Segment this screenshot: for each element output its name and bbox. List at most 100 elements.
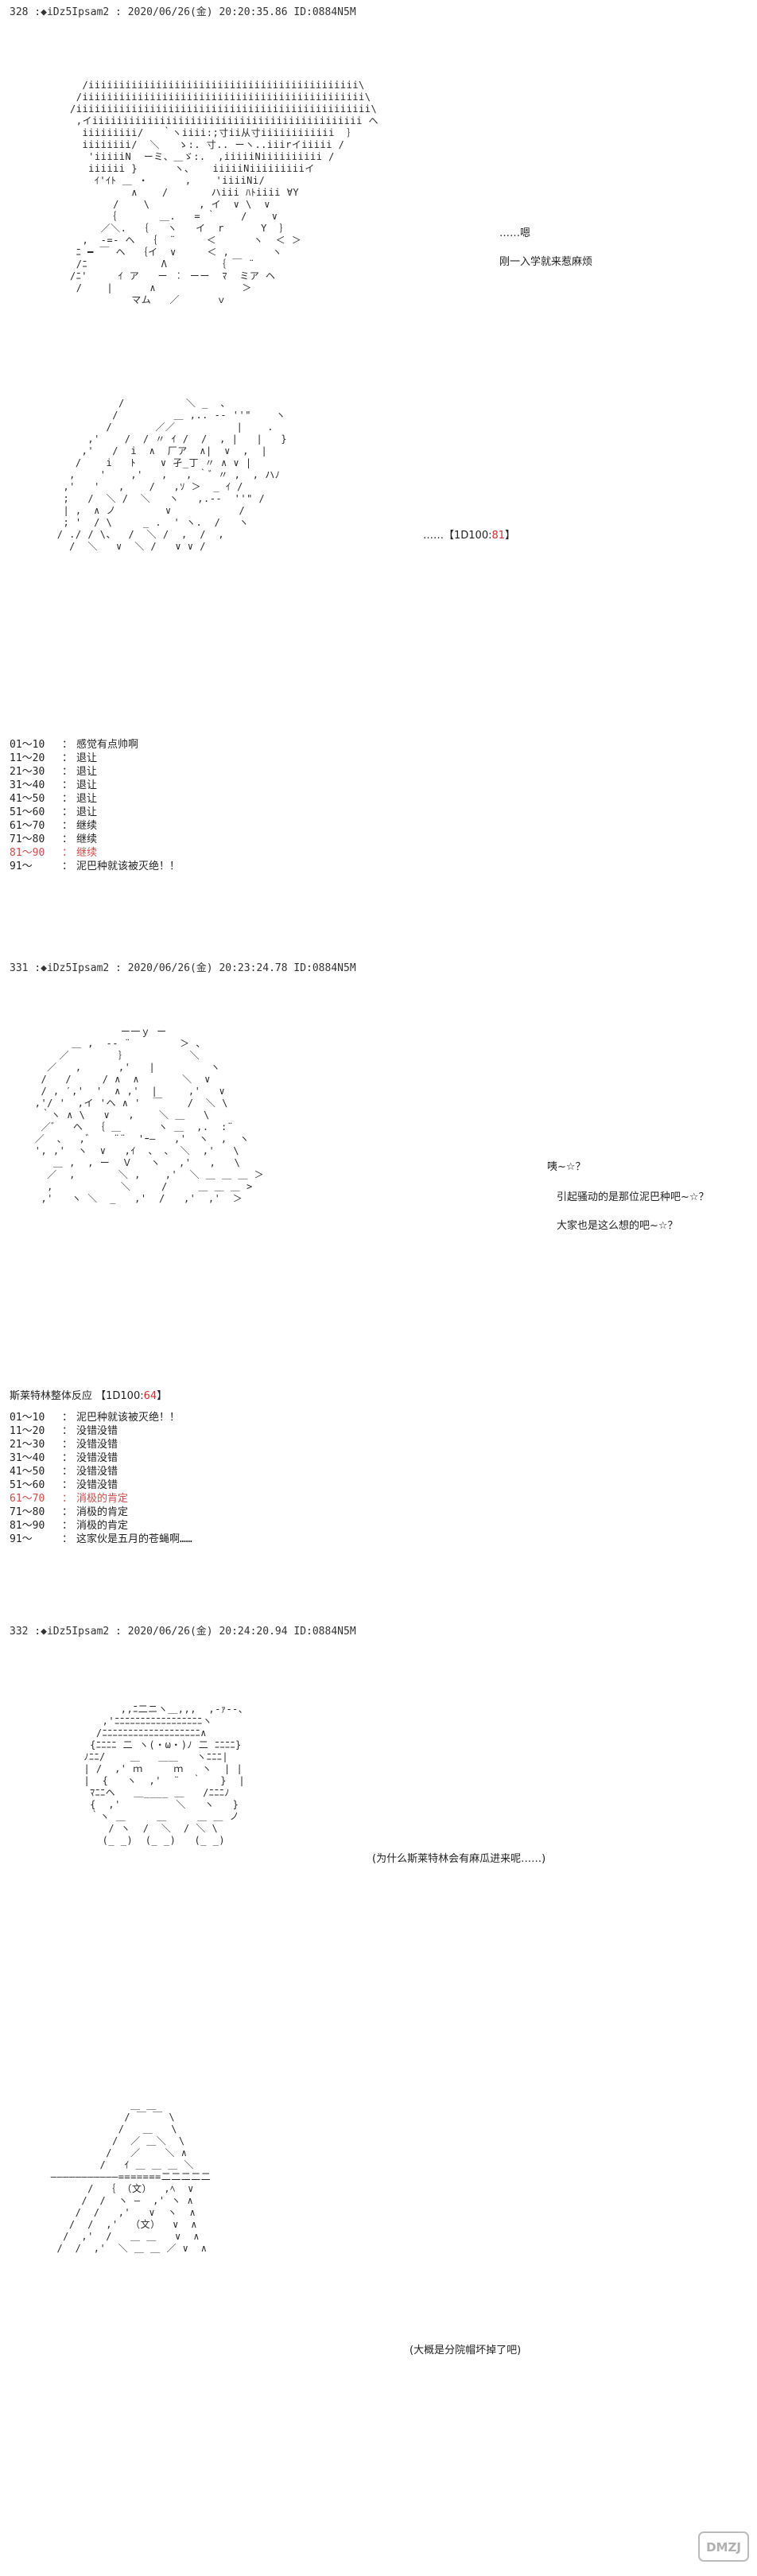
table-row: 41～50 ：退让 [10,792,180,806]
row-text: 没错没错 [76,1466,118,1478]
row-text: 继续 [76,847,98,859]
dialog-line: 引起骚动的是那位泥巴种吧~☆？ [557,1191,709,1203]
row-separator: ： [62,847,73,859]
row-separator: ： [62,1466,73,1478]
table-row: 71～80 ：继续 [10,833,180,846]
dialog-line: 刚一入学就来惹麻烦 [499,256,593,268]
dialog-line: (大概是分院帽坏掉了吧) [410,2345,522,2356]
dialog-line: (为什么斯莱特林会有麻瓜进来呢……) [372,1853,546,1865]
table-row: 11～20 ：没错没错 [10,1424,192,1438]
dialog-line: 大家也是这么想的吧~☆？ [557,1220,678,1232]
row-text: 感觉有点帅啊 [76,739,139,751]
table-row: 61～70 ：消极的肯定 [10,1492,192,1506]
reaction-roll-label: 斯莱特林整体反应 【1D100: [10,1390,144,1402]
table-row: 91～ ：这家伙是五月的苍蝇啊…… [10,1533,192,1546]
dialog-line: 咦~☆？ [547,1161,586,1173]
row-text: 这家伙是五月的苍蝇啊…… [76,1533,192,1545]
row-text: 退让 [76,779,98,791]
row-range: 11～20 [10,1425,45,1437]
post-header: 328 :◆iDz5Ipsam2 : 2020/06/26(金) 20:20:3… [10,6,356,18]
row-text: 没错没错 [76,1439,118,1451]
table-row: 11～20 ：退让 [10,752,180,765]
row-separator: ： [62,833,73,845]
row-text: 退让 [76,793,98,805]
ascii-art-character: / ＼ _ 、 / ＿ ,.. -‐ ''" ヽ / ／／ | . ,' / /… [56,398,288,552]
row-text: 没错没错 [76,1425,118,1437]
row-text: 退让 [76,752,98,764]
table-row: 91～ ：泥巴种就该被灭绝！！ [10,860,180,873]
row-separator: ： [62,1520,73,1532]
row-text: 退让 [76,806,98,818]
row-separator: ： [62,1439,73,1451]
table-row: 01～10 ：感觉有点帅啊 [10,738,180,752]
ascii-art-character: ＿ ＿ / ￣ ￣ \ / ＿ \ / ／ ＿＼ \ / ／ ＼ ∧ / ｲ ＿… [50,2100,212,2254]
table-row: 01～10 ：泥巴种就该被灭绝！！ [10,1411,192,1424]
row-text: 退让 [76,766,98,778]
row-text: 继续 [76,820,98,832]
row-text: 消极的肯定 [76,1493,129,1505]
dice-roll-suffix: 】 [505,530,516,542]
dice-roll-value: 81 [491,530,506,542]
table-row: 51～60 ：没错没错 [10,1478,192,1492]
row-range: 81～90 [10,847,45,859]
row-separator: ： [62,1452,73,1464]
row-range: 91～ [10,1533,33,1545]
row-separator: ： [62,752,73,764]
row-range: 91～ [10,861,33,872]
row-separator: ： [62,1506,73,1518]
row-range: 21～30 [10,766,45,778]
ascii-art-character: ー一ｙ ー ＿ , -‐ ¨ ＞ 、 ／ ｝ ＼ ／ , ,' | ヽ / / … [34,1026,265,1204]
row-separator: ： [62,1412,73,1424]
table-row: 61～70 ：继续 [10,819,180,833]
row-separator: ： [62,793,73,805]
dice-roll: ……【1D100:81】 [423,526,515,542]
row-range: 41～50 [10,793,45,805]
row-range: 81～90 [10,1520,45,1532]
table-row: 31～40：没错没错 [10,1451,192,1465]
row-range: 41～50 [10,1466,45,1478]
svg-text:DMZJ: DMZJ [706,2540,741,2555]
row-separator: ： [62,820,73,832]
row-separator: ： [62,861,73,872]
row-range: 61～70 [10,1493,45,1505]
table-row: 81～90 ：继续 [10,846,180,860]
dice-roll-prefix: ……【1D100: [423,530,492,542]
ascii-art-character: ,,ﾆ二ニヽ＿,,, ,-ｧ‐-、 ,'ﾆﾆﾆﾆﾆﾆﾆﾆﾆﾆﾆﾆﾆﾆﾆﾆﾆヽ /… [83,1704,249,1846]
row-separator: ： [62,1533,73,1545]
table-row: 71～80 ：消极的肯定 [10,1506,192,1519]
post-header: 332 :◆iDz5Ipsam2 : 2020/06/26(金) 20:24:2… [10,1626,356,1638]
dialog-line: ……嗯 [499,227,531,239]
ascii-art-character: /iiiiiiiiiiiiiiiiiiiiiiiiiiiiiiiiiiiiiii… [70,80,379,305]
table-row: 81～90：消极的肯定 [10,1519,192,1533]
row-separator: ： [62,806,73,818]
row-range: 31～40 [10,1452,45,1464]
row-text: 泥巴种就该被灭绝！！ [76,1412,181,1424]
table-row: 31～40：退让 [10,779,180,792]
row-range: 01～10 [10,739,45,751]
row-separator: ： [62,766,73,778]
row-range: 71～80 [10,833,45,845]
reaction-roll-title: 斯莱特林整体反应 【1D100:64】 [10,1387,167,1402]
row-text: 没错没错 [76,1479,118,1491]
row-range: 21～30 [10,1439,45,1451]
row-separator: ： [62,1493,73,1505]
row-text: 泥巴种就该被灭绝！！ [76,861,181,872]
row-separator: ： [62,1425,73,1437]
table-row: 21～30 ：退让 [10,765,180,779]
site-watermark-logo: DMZJ [698,2531,749,2562]
row-range: 51～60 [10,806,45,818]
table-row: 51～60 ：退让 [10,806,180,819]
dice-roll-value: 64 [143,1390,157,1402]
row-separator: ： [62,739,73,751]
row-text: 消极的肯定 [76,1506,129,1518]
row-range: 51～60 [10,1479,45,1491]
row-separator: ： [62,1479,73,1491]
row-text: 继续 [76,833,98,845]
row-range: 31～40 [10,779,45,791]
table-row: 41～50 ：没错没错 [10,1465,192,1478]
row-range: 11～20 [10,752,45,764]
row-range: 71～80 [10,1506,45,1518]
row-range: 61～70 [10,820,45,832]
row-range: 01～10 [10,1412,45,1424]
